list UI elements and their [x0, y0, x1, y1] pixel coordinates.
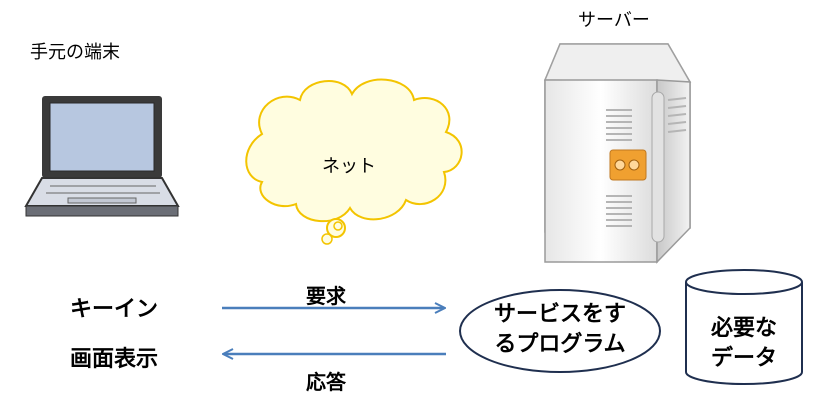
response-label: 応答: [306, 370, 346, 394]
request-label: 要求: [306, 284, 346, 308]
network-label: ネット: [322, 156, 376, 177]
server-label: サーバー: [578, 10, 650, 31]
service-program-text: サービスをす るプログラム: [470, 300, 650, 360]
cloud-icon: [245, 78, 463, 245]
local-terminal-label: 手元の端末: [30, 42, 120, 63]
required-data-text: 必要な データ: [694, 314, 794, 374]
key-in-label: キーイン: [70, 297, 159, 322]
laptop-icon: [24, 96, 180, 217]
screen-display-label: 画面表示: [70, 347, 159, 372]
service-program-node: [459, 289, 661, 373]
required-data-line2: データ: [710, 346, 777, 371]
server-icon: [543, 43, 692, 264]
service-program-line2: るプログラム: [494, 332, 626, 357]
service-program-line1: サービスをす: [493, 302, 626, 327]
database-icon: [685, 269, 803, 385]
required-data-line1: 必要な: [710, 316, 777, 341]
